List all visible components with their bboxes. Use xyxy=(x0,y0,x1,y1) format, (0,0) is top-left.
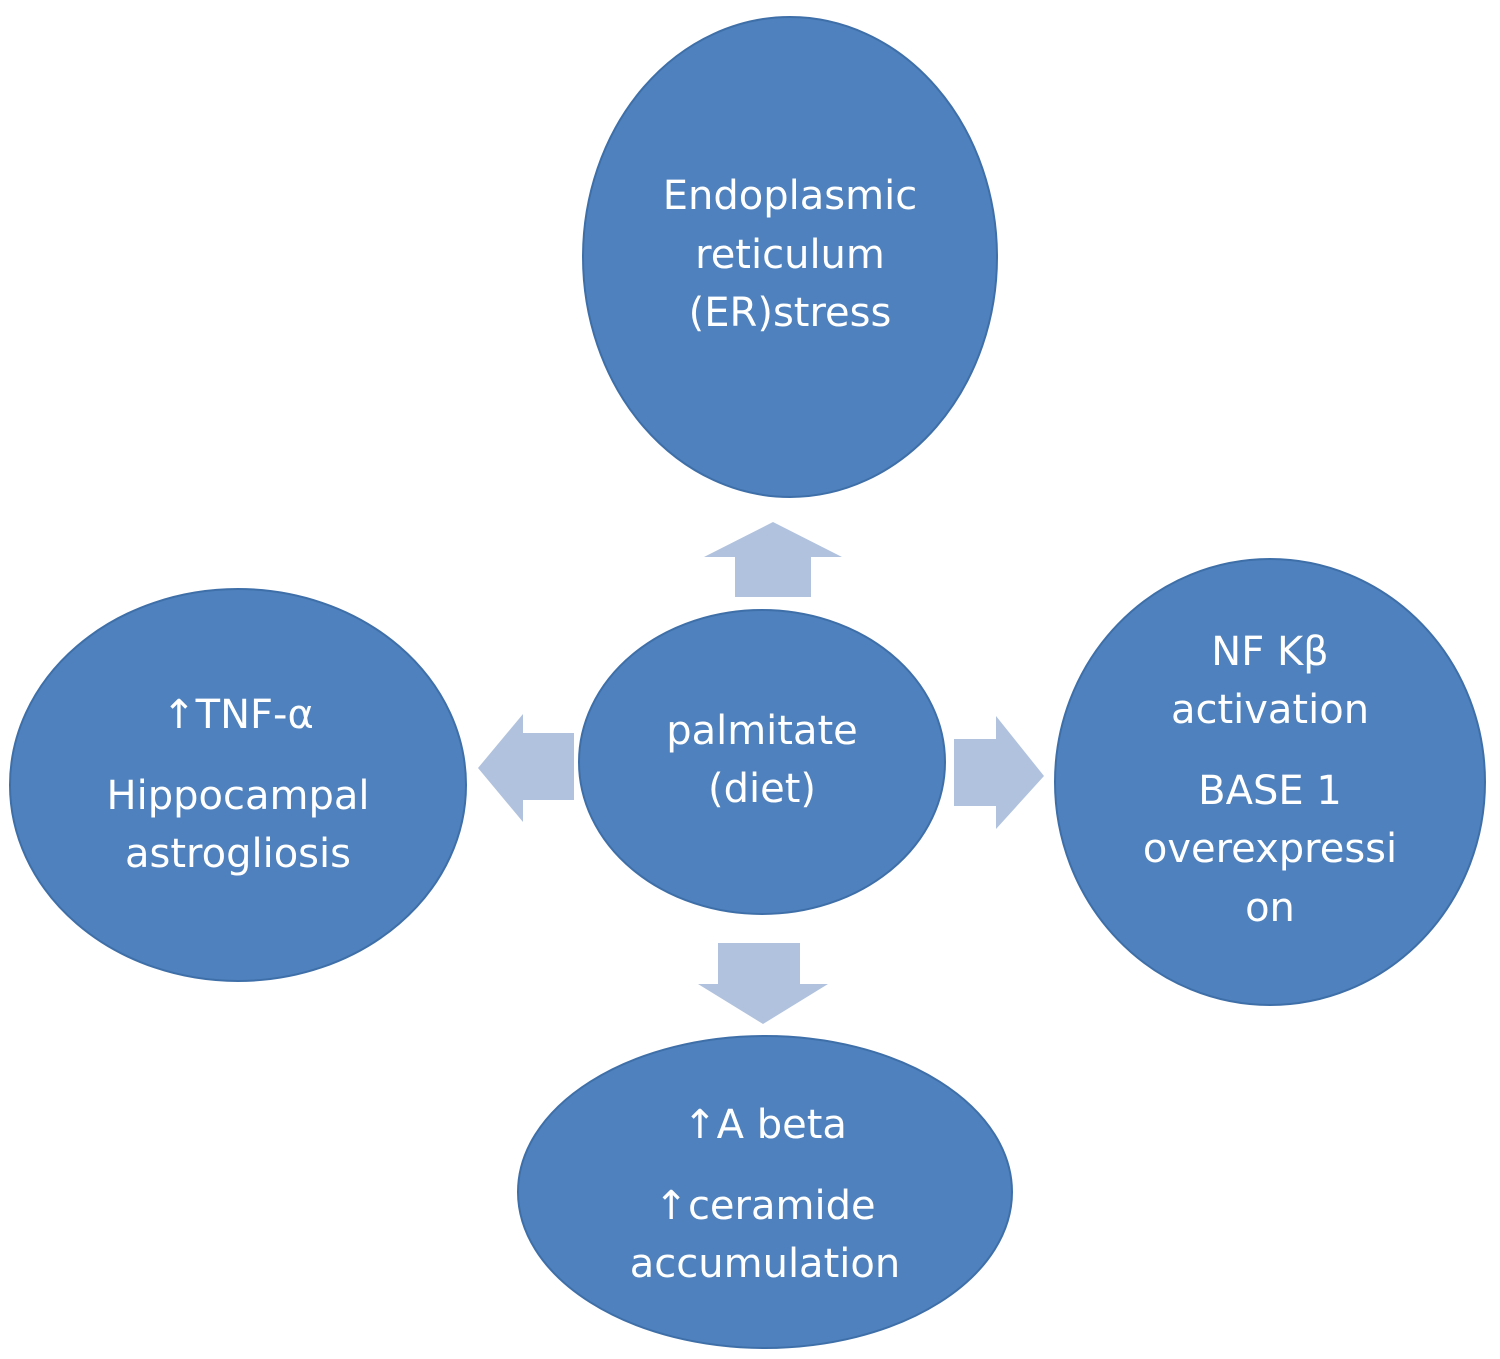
center-node-shape xyxy=(578,609,946,915)
bottom-node-line-3: accumulation xyxy=(629,1241,901,1288)
bottom-node-line-2: ↑ceramide xyxy=(654,1182,876,1229)
bottom-node: ↑A beta ↑ceramide accumulation xyxy=(530,1075,1000,1315)
right-node-line-2: activation xyxy=(1170,687,1370,734)
right-node: NF Kβ activation BASE 1 overexpressi on xyxy=(1070,605,1470,955)
arrow-left xyxy=(478,714,574,822)
left-node: ↑TNF-α Hippocampal astrogliosis xyxy=(20,665,456,905)
center-node: palmitate (diet) xyxy=(600,670,924,850)
left-node-line-2: Hippocampal xyxy=(106,772,370,819)
arrow-down xyxy=(698,943,828,1024)
top-node-line-3: (ER)stress xyxy=(688,290,892,337)
right-node-line-5: on xyxy=(1245,884,1295,931)
right-node-line-4: overexpressi xyxy=(1142,826,1398,873)
arrow-up xyxy=(704,522,842,597)
bottom-node-line-1: ↑A beta xyxy=(683,1102,847,1149)
bottom-node-shape xyxy=(517,1035,1013,1349)
top-node-shape xyxy=(582,16,998,498)
top-node: Endoplasmic reticulum (ER)stress xyxy=(583,140,997,370)
left-node-shape xyxy=(9,588,467,982)
left-node-line-3: astrogliosis xyxy=(125,831,351,878)
right-node-line-3: BASE 1 xyxy=(1198,767,1342,814)
center-node-line-2: (diet) xyxy=(707,766,816,812)
center-node-line-1: palmitate xyxy=(666,707,858,754)
right-node-line-1: NF Kβ xyxy=(1211,629,1329,676)
right-node-shape xyxy=(1054,558,1486,1006)
top-node-line-1: Endoplasmic xyxy=(662,173,918,220)
arrow-right xyxy=(954,716,1044,829)
top-node-line-2: reticulum xyxy=(695,231,885,278)
left-node-line-1: ↑TNF-α xyxy=(162,692,314,739)
